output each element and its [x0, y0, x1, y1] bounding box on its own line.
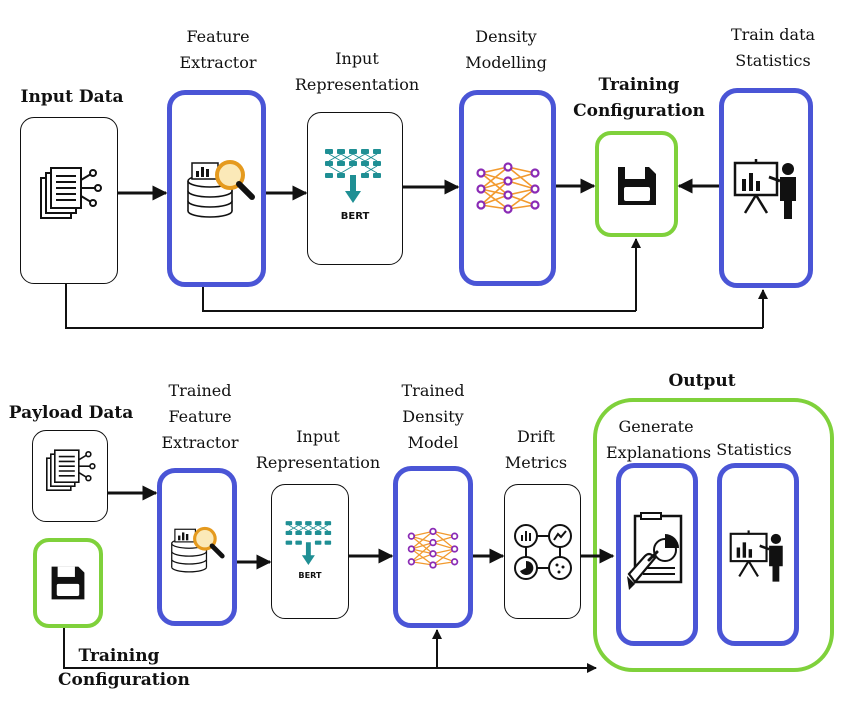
presentation-icon [733, 159, 796, 219]
neural-network-icon [407, 527, 459, 569]
report-explanation-icon [627, 512, 683, 590]
floppy-disk-icon [51, 566, 85, 600]
input-data-label: Input Data [20, 87, 124, 107]
bert-text: BERT [341, 211, 370, 222]
feature-extractor-box [167, 90, 266, 287]
database-magnifier-icon [187, 160, 255, 218]
bert-icon: BERT [325, 149, 381, 222]
statistics-box [717, 463, 799, 646]
input-data-box [20, 117, 118, 284]
neural-network-icon [476, 162, 540, 214]
document-network-icon [40, 167, 102, 219]
training-configuration-input-box [33, 538, 103, 628]
metrics-dashboard-icon [514, 524, 572, 580]
drift-metrics-box [504, 484, 581, 619]
input-representation-bottom-box: BERT [271, 484, 349, 619]
payload-data-box [32, 430, 108, 522]
statistics-label: Statistics [716, 440, 792, 459]
training-configuration-box [595, 131, 678, 237]
presentation-icon [729, 530, 783, 582]
document-network-icon [46, 449, 96, 491]
database-magnifier-icon [171, 526, 225, 573]
generate-explanations-box [616, 463, 698, 646]
bert-icon: BERT [285, 521, 332, 580]
trained-feature-extractor-box [157, 468, 237, 626]
input-representation-box: BERT [307, 112, 403, 265]
payload-data-label: Payload Data [8, 403, 134, 423]
connector-input-to-statistics [65, 284, 763, 329]
trained-density-model-box [393, 466, 473, 628]
floppy-disk-icon [618, 167, 656, 205]
bert-text: BERT [298, 570, 322, 580]
output-label: Output [668, 371, 736, 391]
train-data-statistics-box [719, 88, 813, 288]
density-modelling-box [459, 90, 556, 286]
connector-extractor-to-config [202, 287, 636, 312]
